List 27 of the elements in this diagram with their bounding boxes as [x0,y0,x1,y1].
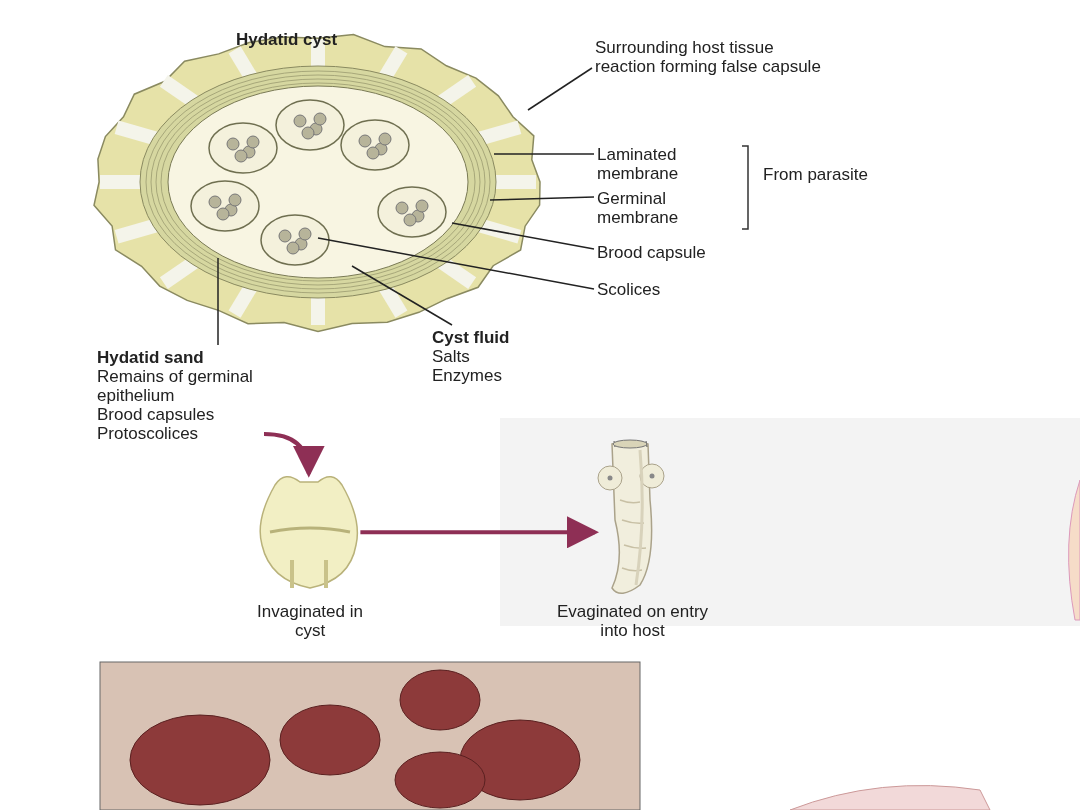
callout-label: Surrounding host tissue reaction forming false capsule [595,38,822,76]
diagram-title: Hydatid cyst [236,30,338,49]
callout-label: Brood capsule [597,243,707,262]
callout-label: Germinal membrane [597,189,680,227]
callout-label: Scolices [597,280,662,299]
leader-line [217,257,219,346]
stage-label: Invaginated in cyst [256,602,364,640]
arrow [360,516,599,549]
stage-label: Evaginated on entry into host [555,602,710,640]
callout-text: Enzymes [432,366,503,385]
arrow [263,432,324,478]
callout-text: Salts [432,347,471,366]
leader-line [527,67,593,111]
evaginated-scolex-drawing [597,439,665,595]
leader-line [317,237,595,290]
leader-line [351,265,453,326]
callout-text: Brood capsules [97,405,216,424]
callout-heading: Hydatid sand [97,348,205,367]
group-label: From parasite [763,165,869,184]
invaginated-scolex-drawing [259,475,359,590]
callout-text: Remains of germinal epithelium [97,367,254,405]
leader-line [451,222,595,250]
callout-text: Protoscolices [97,424,200,443]
callout-heading: Cyst fluid [432,328,511,347]
leader-line [489,196,595,201]
leader-line [493,153,595,155]
callout-label: Laminated membrane [597,145,680,183]
